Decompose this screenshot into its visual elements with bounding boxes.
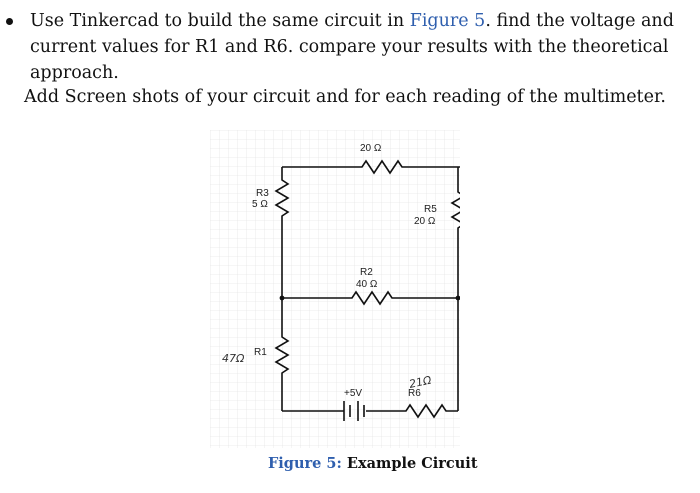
source-label: +5V [344,388,362,399]
instruction-part2: . find the voltage and current values fo… [30,11,674,83]
figure-caption: Figure 5: Example Circuit [268,455,478,472]
screenshot-note: Add Screen shots of your circuit and for… [24,87,666,107]
r3-value: 5 Ω [252,199,268,210]
r5-value: 20 Ω [414,216,436,227]
r5-label: R5 [424,204,437,215]
figure-reference-link[interactable]: Figure 5 [409,11,486,31]
instruction-part1: Use Tinkercad to build the same circuit … [30,11,410,31]
r1-label: R1 [254,347,267,358]
r2-label: R2 [360,267,373,278]
bullet-icon [6,18,13,25]
r6-handwritten-value: 21Ω [408,373,433,390]
r3-label: R3 [256,188,269,199]
r2-value: 40 Ω [356,279,378,290]
junction-right [455,295,460,301]
r6-label: R6 [408,388,421,399]
circuit-diagram: 20 Ω R3 5 Ω R5 20 Ω R2 40 Ω 47Ω R1 21Ω +… [210,130,460,448]
r1-handwritten-value: 47Ω [222,352,245,365]
junction-left [279,295,285,301]
caption-text: Example Circuit [341,455,478,472]
instruction-text: Use Tinkercad to build the same circuit … [30,8,696,86]
battery-symbol [343,401,365,421]
caption-prefix: Figure 5: [268,455,342,472]
circuit-wires [274,159,460,419]
grid-background [210,130,460,448]
r-top-value: 20 Ω [360,143,382,154]
